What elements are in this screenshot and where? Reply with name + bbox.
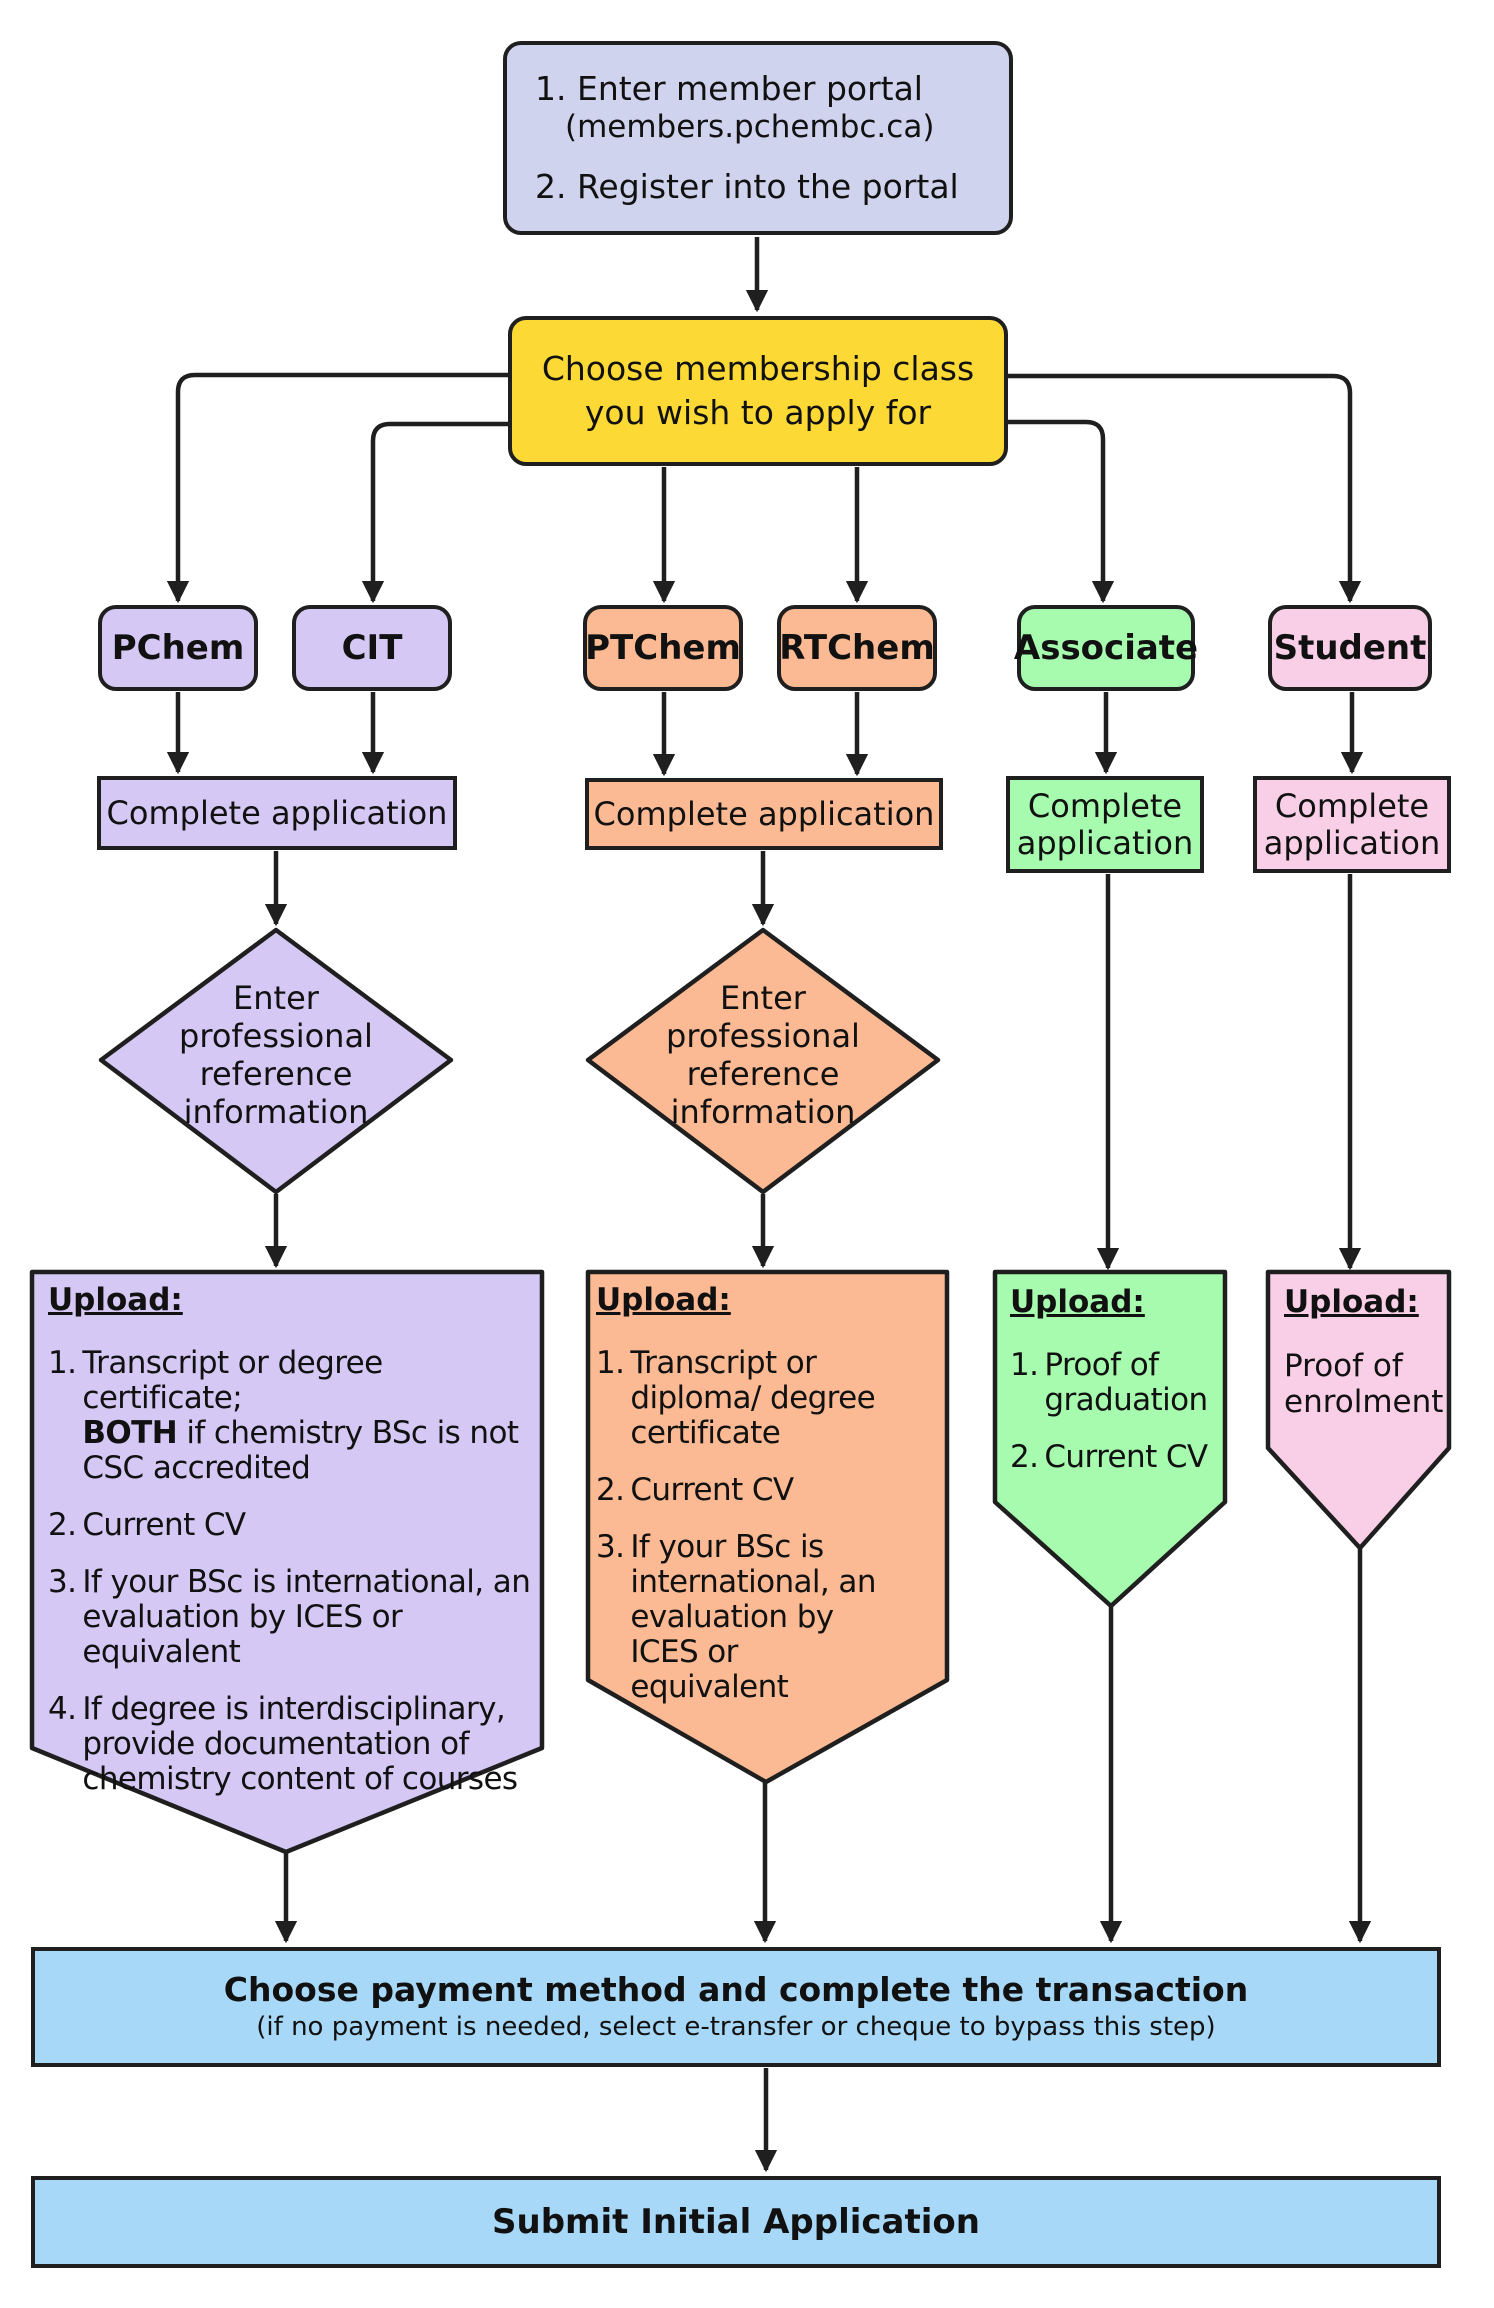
upload-green-item-2: 2. Current CV: [1010, 1440, 1222, 1475]
upload-text-pink: Upload: Proof of enrolment: [1284, 1284, 1450, 1420]
item-text: If your BSc is international, an evaluat…: [82, 1564, 531, 1670]
complete-app-purple-label: Complete application: [106, 794, 448, 832]
class-rtchem-label: RTChem: [779, 628, 935, 668]
reference-purple-line3: reference: [199, 1055, 353, 1093]
upload-pink-line2: enrolment: [1284, 1384, 1444, 1420]
upload-orange-item-1: 1. Transcript or diploma/ degree certifi…: [596, 1346, 944, 1451]
payment-title: Choose payment method and complete the t…: [223, 1970, 1249, 2009]
item-text: If degree is interdisciplinary, provide …: [82, 1691, 518, 1797]
complete-app-green-line2: application: [1016, 823, 1194, 862]
class-rtchem-box: RTChem: [777, 605, 937, 691]
payment-step-box: Choose payment method and complete the t…: [31, 1947, 1441, 2067]
upload-green-title: Upload:: [1010, 1284, 1145, 1320]
step-enter-portal: 1. Enter member portal: [535, 69, 923, 108]
class-pchem-box: PChem: [98, 605, 258, 691]
item-number: 1.: [1010, 1347, 1039, 1383]
class-associate-box: Associate: [1013, 605, 1199, 691]
reference-purple-line4: information: [183, 1093, 369, 1131]
reference-diamond-purple: [98, 927, 454, 1195]
reference-orange-line1: Enter: [720, 979, 806, 1017]
item-text: Current CV: [1044, 1439, 1208, 1475]
class-student-label: Student: [1273, 628, 1427, 668]
complete-app-orange-box: Complete application: [585, 778, 943, 850]
class-student-box: Student: [1268, 605, 1432, 691]
item-number: 2.: [1010, 1439, 1039, 1475]
reference-orange-line4: information: [670, 1093, 856, 1131]
complete-app-pink-line2: application: [1263, 823, 1441, 862]
reference-purple-line1: Enter: [233, 979, 319, 1017]
class-cit-box: CIT: [292, 605, 452, 691]
upload-shape-green: [992, 1269, 1228, 1609]
item-text-bold: BOTH: [82, 1415, 178, 1451]
complete-app-green-line1: Complete: [1027, 786, 1183, 825]
item-number: 2.: [48, 1507, 77, 1543]
item-text: Transcript or diploma/ degree certificat…: [630, 1345, 876, 1451]
class-ptchem-box: PTChem: [583, 605, 743, 691]
upload-text-green: Upload: 1. Proof of graduation 2. Curren…: [1010, 1284, 1222, 1497]
upload-purple-item-3: 3. If your BSc is international, an eval…: [48, 1565, 542, 1670]
portal-url: (members.pchembc.ca): [565, 109, 935, 145]
reference-purple-line2: professional: [179, 1017, 373, 1055]
upload-shape-orange: [585, 1269, 950, 1785]
submit-label: Submit Initial Application: [492, 2202, 980, 2242]
upload-shape-purple: [29, 1269, 545, 1855]
upload-purple-item-1: 1. Transcript or degree certificate;BOTH…: [48, 1346, 542, 1486]
complete-app-purple-box: Complete application: [97, 776, 457, 850]
upload-purple-item-4: 4. If degree is interdisciplinary, provi…: [48, 1692, 542, 1797]
arrow-choose-to-student: [1008, 373, 1362, 604]
complete-app-pink-box: Complete application: [1253, 776, 1451, 873]
class-cit-label: CIT: [341, 628, 403, 668]
item-text-post: if chemistry BSc is not CSC accredited: [82, 1415, 519, 1486]
reference-orange-line2: professional: [666, 1017, 860, 1055]
item-number: 1.: [596, 1345, 625, 1381]
item-text: Current CV: [82, 1507, 246, 1543]
item-number: 3.: [596, 1529, 625, 1565]
item-number: 4.: [48, 1691, 77, 1727]
choose-class-box: Choose membership class you wish to appl…: [508, 316, 1008, 466]
submit-step-box: Submit Initial Application: [31, 2176, 1441, 2268]
arrow-choose-to-pchem: [166, 372, 508, 604]
item-number: 3.: [48, 1564, 77, 1600]
choose-class-line2: you wish to apply for: [584, 393, 932, 432]
item-text: Current CV: [630, 1472, 794, 1508]
complete-app-orange-label: Complete application: [593, 795, 935, 833]
item-number: 2.: [596, 1472, 625, 1508]
item-text: If your BSc is international, an evaluat…: [630, 1529, 876, 1705]
reference-diamond-orange: [585, 927, 941, 1195]
class-associate-label: Associate: [1013, 628, 1199, 668]
upload-text-purple: Upload: 1. Transcript or degree certific…: [48, 1282, 542, 1819]
item-number: 1.: [48, 1345, 77, 1381]
item-text: Proof of graduation: [1044, 1347, 1208, 1418]
upload-purple-item-2: 2. Current CV: [48, 1508, 542, 1543]
upload-pink-line1: Proof of: [1284, 1348, 1403, 1384]
arrow-choose-to-associate: [1008, 419, 1115, 604]
upload-orange-item-2: 2. Current CV: [596, 1473, 944, 1508]
upload-purple-title: Upload:: [48, 1282, 183, 1318]
upload-orange-item-3: 3. If your BSc is international, an eval…: [596, 1530, 944, 1705]
start-step-box: 1. Enter member portal (members.pchembc.…: [503, 41, 1013, 235]
upload-green-item-1: 1. Proof of graduation: [1010, 1348, 1222, 1418]
item-text-pre: Transcript or degree certificate;: [82, 1345, 383, 1416]
item-text: Transcript or degree certificate;BOTH if…: [82, 1346, 542, 1486]
arrow-choose-to-cit: [361, 421, 508, 604]
upload-text-orange: Upload: 1. Transcript or diploma/ degree…: [596, 1282, 944, 1727]
complete-app-pink-line1: Complete: [1274, 786, 1430, 825]
reference-orange-line3: reference: [686, 1055, 840, 1093]
class-ptchem-label: PTChem: [585, 628, 741, 668]
upload-orange-title: Upload:: [596, 1282, 731, 1318]
payment-subtitle: (if no payment is needed, select e-trans…: [256, 2012, 1216, 2042]
upload-shape-pink: [1265, 1269, 1452, 1551]
choose-class-line1: Choose membership class: [541, 349, 975, 388]
reference-text-purple: Enter professional reference information: [126, 970, 426, 1140]
reference-text-orange: Enter professional reference information: [613, 970, 913, 1140]
class-pchem-label: PChem: [111, 628, 245, 668]
upload-pink-title: Upload:: [1284, 1284, 1419, 1320]
step-register: 2. Register into the portal: [535, 167, 959, 206]
complete-app-green-box: Complete application: [1006, 776, 1204, 873]
